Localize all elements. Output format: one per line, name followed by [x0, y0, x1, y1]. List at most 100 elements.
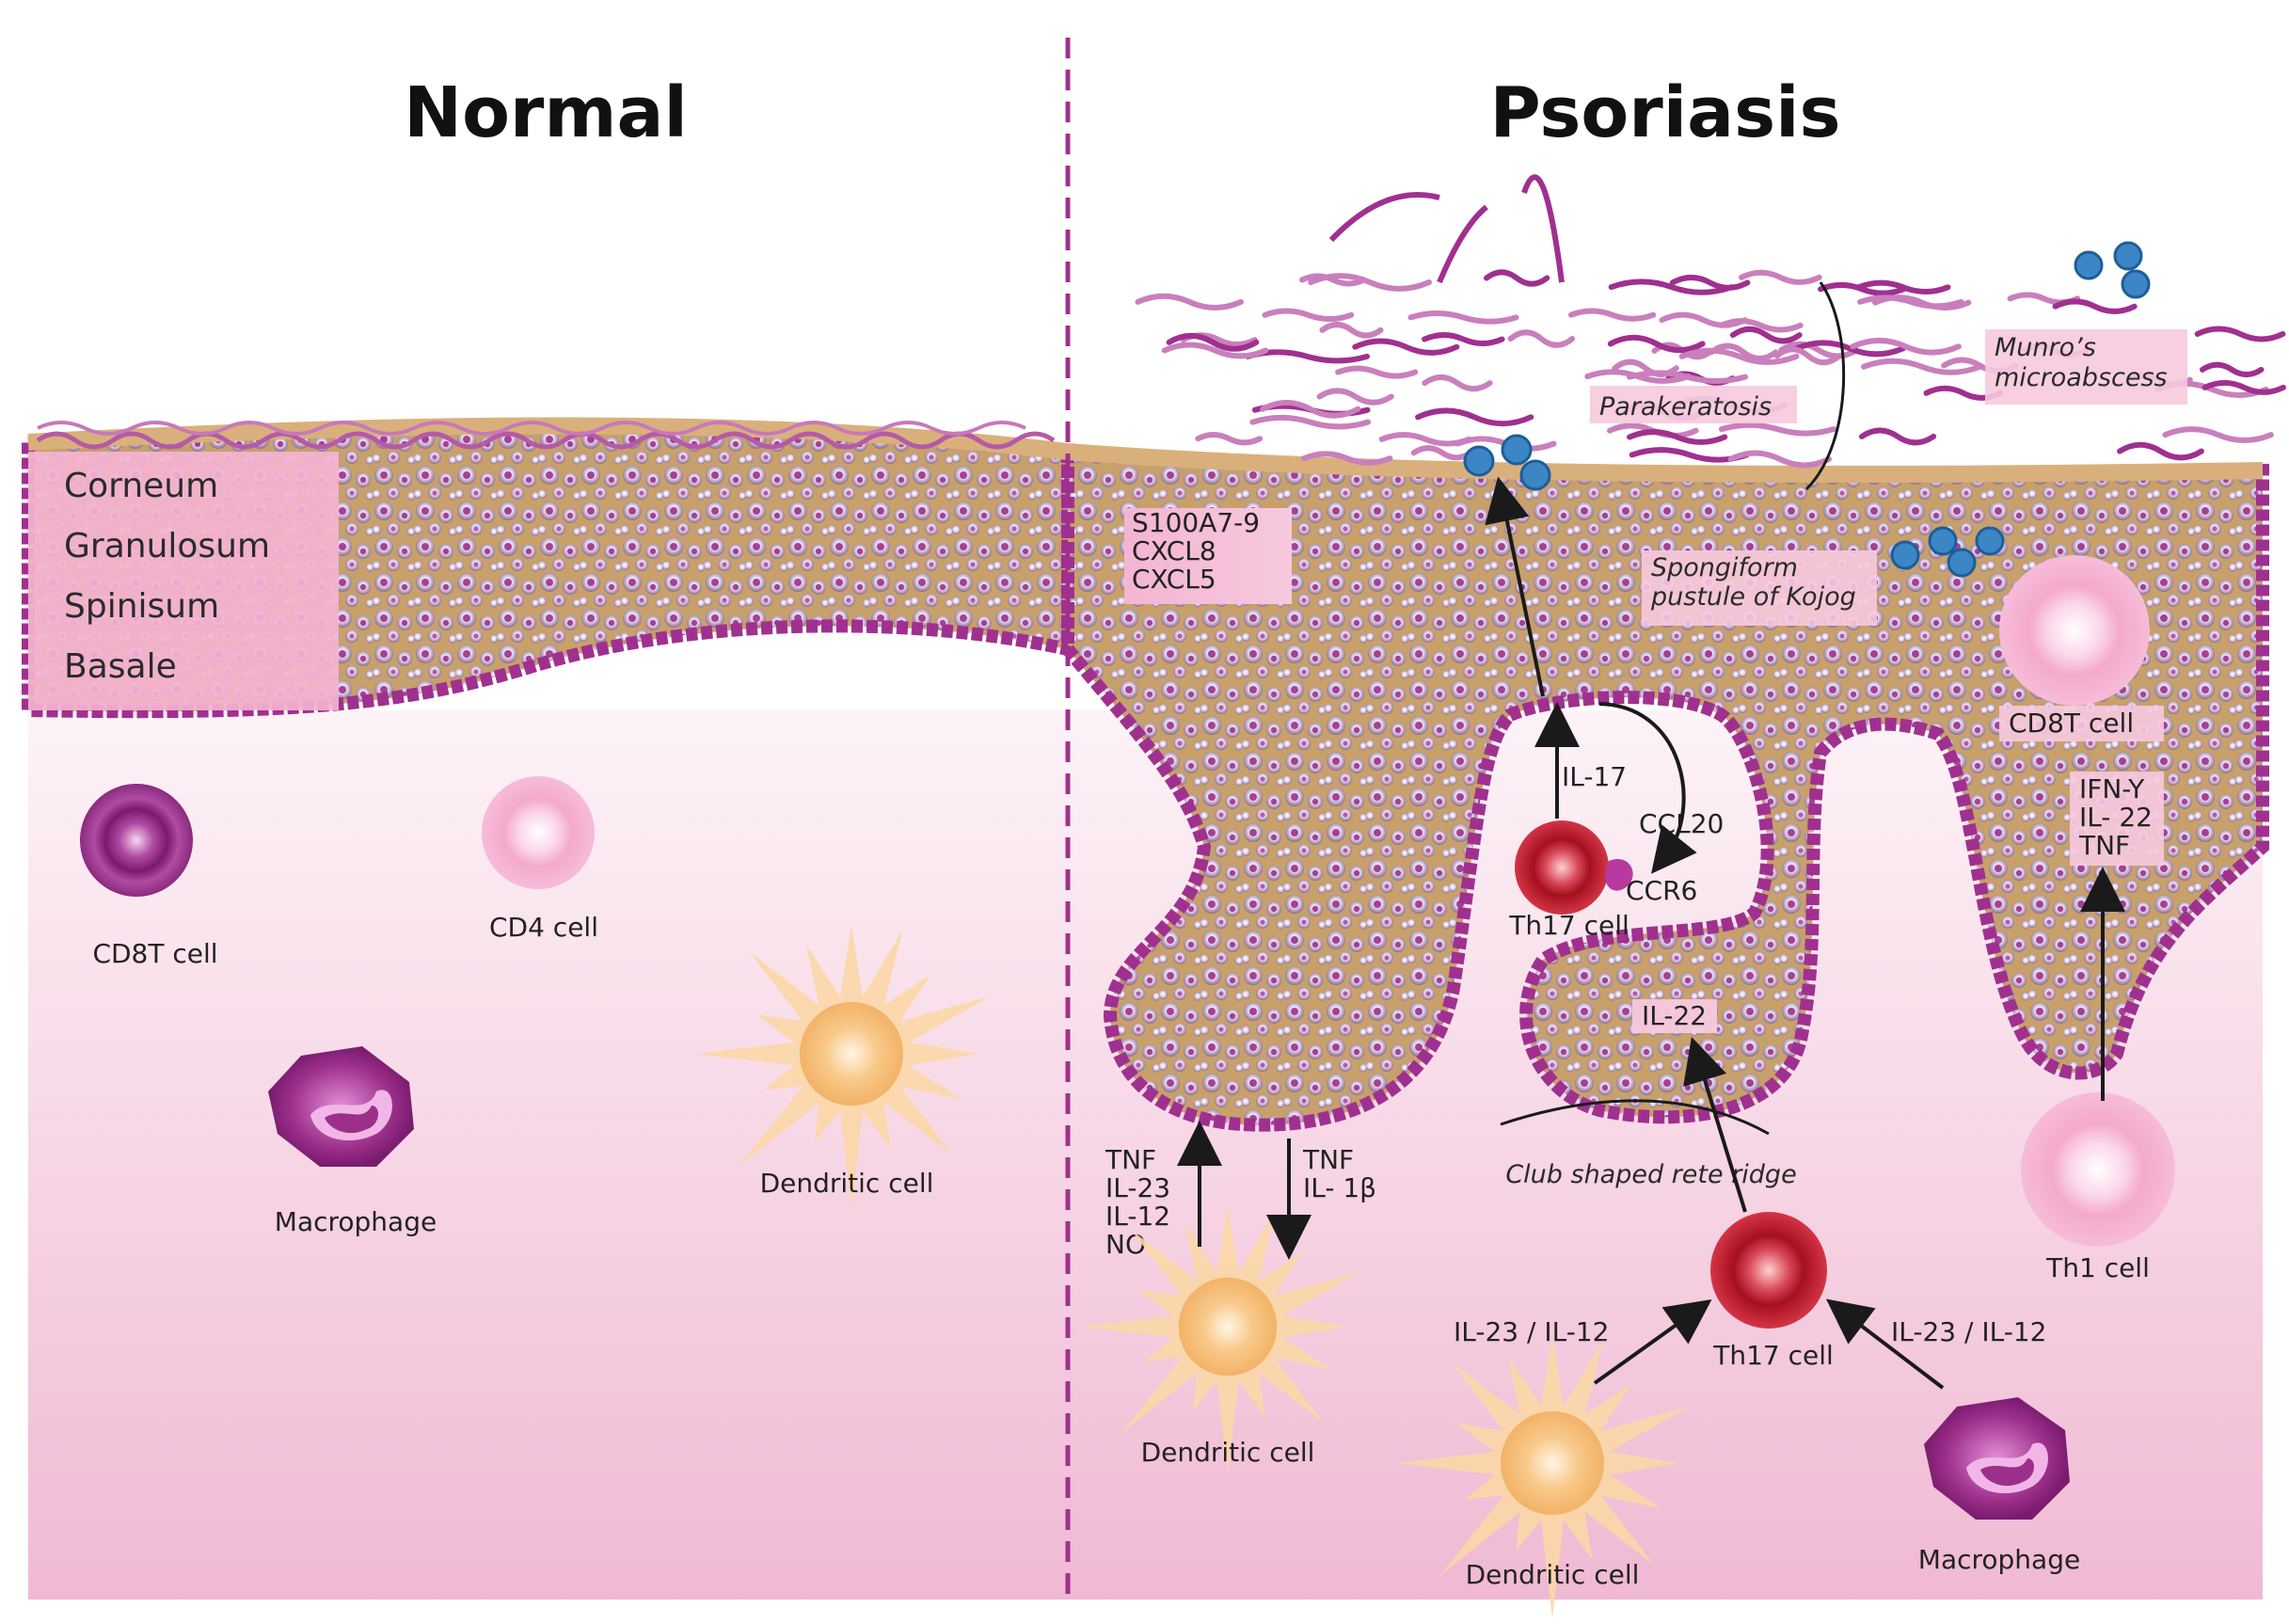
normal-corneum: [36, 421, 1056, 450]
arrow-ccl20: [1598, 702, 1697, 874]
label-tnf-up-3: IL-12: [1105, 1201, 1170, 1232]
label-cxcl5: CXCL5: [1132, 564, 1216, 595]
label-il23-left: IL-23 / IL-12: [1454, 1316, 1609, 1347]
layer-spinisum: Spinisum: [64, 587, 219, 626]
dendritic-cell-psoriasis-left: [1079, 1204, 1359, 1474]
label-il23-right: IL-23 / IL-12: [1891, 1316, 2046, 1347]
macrophage-normal: [268, 1046, 414, 1167]
scale-strip: [2194, 326, 2286, 342]
scale-strip: [1857, 295, 1964, 310]
granular-layer: [27, 417, 2264, 483]
scale-strip: [1709, 342, 1779, 361]
cd8t-cell-psoriasis: [1999, 555, 2150, 706]
scale-strip: [1678, 347, 1800, 365]
scale-strip: [1727, 450, 1833, 469]
label-th1: Th1 cell: [2045, 1252, 2150, 1283]
munro-box: [1985, 329, 2187, 405]
scale-strip: [1262, 308, 1355, 323]
scale-strip: [1319, 322, 1384, 339]
scale-strand: [1328, 192, 1440, 243]
label-cd8t-psoriasis: CD8T cell: [2009, 708, 2134, 739]
scale-strip: [1161, 342, 1269, 359]
layer-basale: Basale: [64, 647, 177, 686]
scale-strip: [1407, 310, 1519, 325]
scale-strip: [1135, 293, 1245, 310]
scale-strip: [1627, 370, 1749, 384]
scale-strand: [1521, 174, 1565, 283]
label-dendritic-bottom: Dendritic cell: [1466, 1559, 1640, 1590]
scale-strip: [1195, 432, 1264, 446]
label-cd4: CD4 cell: [489, 912, 598, 943]
spongiform-box: [1642, 550, 1877, 626]
arrow-dendritic-to-th17: [1593, 1299, 1712, 1385]
scale-strip: [1718, 318, 1804, 333]
label-th17-lower: Th17 cell: [1712, 1340, 1834, 1371]
label-tnf-down-1: TNF: [1302, 1144, 1354, 1175]
arrows: [1177, 476, 2125, 1390]
scale-strip: [2199, 361, 2265, 378]
label-il22-th1: IL- 22: [2079, 802, 2153, 833]
scale-strip: [1352, 338, 1460, 356]
s100-box: [1124, 508, 1292, 604]
label-il22: IL-22: [1642, 1000, 1707, 1031]
scale-strip: [2117, 441, 2204, 461]
ifn-box: [2070, 772, 2164, 866]
label-th17-upper: Th17 cell: [1508, 910, 1629, 941]
label-tnf-up-2: IL-23: [1105, 1172, 1170, 1203]
scale-strip: [1166, 332, 1260, 352]
scale-strip: [1818, 281, 1907, 296]
label-il17: IL-17: [1562, 761, 1627, 792]
scale-strip: [1422, 374, 1493, 392]
macrophage-psoriasis: [1924, 1397, 2070, 1520]
scale-strip: [1858, 427, 1937, 446]
label-dendritic-normal: Dendritic cell: [760, 1168, 934, 1199]
label-club-ridge: Club shaped rete ridge: [1505, 1160, 1796, 1189]
neutrophil-cluster-parakeratosis: [1463, 434, 1551, 491]
label-cd8t-normal: CD8T cell: [92, 938, 217, 969]
label-tnf-up-4: NO: [1105, 1229, 1146, 1260]
scale-strip: [1422, 332, 1505, 347]
scale-strip: [1608, 279, 1735, 295]
scale-strip: [1627, 429, 1728, 445]
label-dendritic-left: Dendritic cell: [1141, 1437, 1315, 1468]
ccr6-receptor: [1604, 858, 1633, 891]
label-ifn-y: IFN-Y: [2079, 773, 2145, 804]
arrow-macrophage-to-th17: [1825, 1298, 1945, 1390]
neutrophil-cluster-munro: [2074, 241, 2151, 299]
scale-strip: [1778, 341, 1860, 359]
scale-strip: [1773, 346, 1843, 366]
scale-strip: [2052, 298, 2138, 314]
il22-box: [1632, 999, 1717, 1033]
scale-strip: [1301, 451, 1393, 466]
dermis: [28, 710, 2263, 1600]
scale-strip: [1739, 269, 1822, 285]
scale-strip: [1335, 365, 1419, 379]
layer-corneum: Corneum: [64, 467, 218, 505]
scale-strip: [1410, 445, 1474, 461]
scale-strip: [1316, 388, 1394, 406]
dendritic-cell-normal: [695, 925, 990, 1210]
label-ccr6: CCR6: [1626, 875, 1697, 906]
cd4-cell: [482, 776, 595, 889]
label-spongiform-1: Spongiform: [1651, 553, 1798, 582]
title-psoriasis: Psoriasis: [1489, 72, 1840, 153]
label-munro-2: microabscess: [1995, 363, 2168, 392]
dendrite-body: [1178, 1277, 1278, 1377]
label-parakeratosis: Parakeratosis: [1599, 392, 1772, 422]
label-tnf-th1: TNF: [2078, 830, 2130, 861]
scale-strip: [1729, 326, 1803, 344]
label-munro-1: Munro’s: [1995, 333, 2096, 362]
scale-strip: [1507, 329, 1576, 348]
title-normal: Normal: [404, 72, 688, 153]
cd8t-box: [1999, 706, 2164, 741]
th17-cell-lower: [1710, 1212, 1827, 1329]
label-tnf-down-2: IL- 1β: [1303, 1172, 1376, 1203]
scale-strip: [1793, 340, 1906, 358]
scale-strip: [1718, 422, 1836, 437]
th17-cell-upper: [1515, 820, 1609, 915]
scale-strip: [1669, 274, 1751, 291]
scale-strand: [1437, 204, 1488, 284]
label-tnf-up-1: TNF: [1105, 1144, 1156, 1175]
scale-strip: [1415, 407, 1534, 427]
